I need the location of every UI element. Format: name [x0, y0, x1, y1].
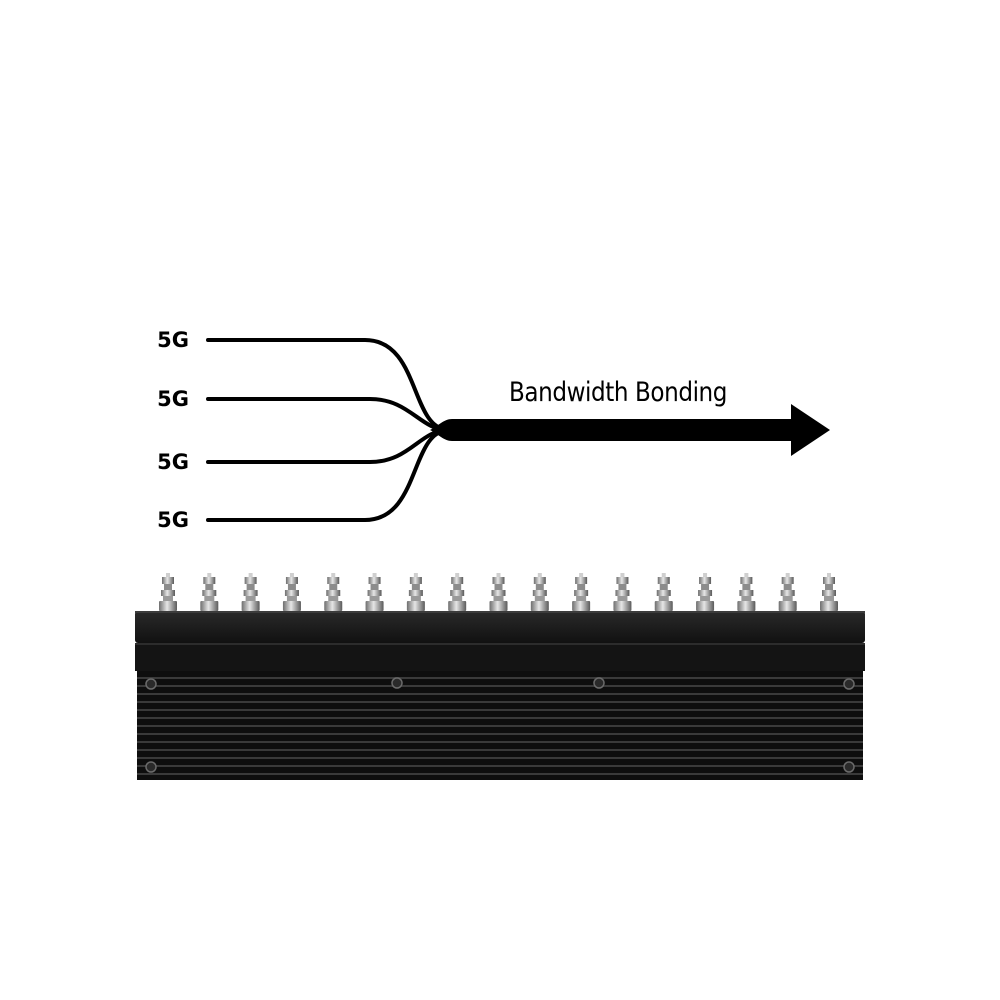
bonding-arrow: [430, 404, 830, 456]
link-label-2: 5G: [157, 387, 189, 411]
bonding-label: Bandwidth Bonding: [509, 377, 727, 408]
screw-icon: [146, 679, 156, 689]
arrow-shaft: [430, 419, 792, 441]
screw-icon: [392, 678, 402, 688]
heatsink-fin: [137, 693, 863, 695]
router-device: [135, 573, 865, 780]
heatsink-fin: [137, 685, 863, 687]
antenna-connector-icon: [572, 573, 590, 611]
heatsink-fin: [137, 773, 863, 775]
antenna-connector-icon: [490, 573, 508, 611]
antenna-connector-icon: [366, 573, 384, 611]
antenna-connector-icon: [159, 573, 177, 611]
antenna-connector-icon: [531, 573, 549, 611]
input-line-3: [208, 430, 448, 462]
input-line-2: [208, 399, 448, 430]
antenna-connector-icon: [200, 573, 218, 611]
antenna-connector-icon: [448, 573, 466, 611]
heatsink-fin: [137, 749, 863, 751]
antenna-connector-icon: [283, 573, 301, 611]
screw-icon: [844, 762, 854, 772]
arrow-head-icon: [791, 404, 830, 456]
heatsink-fin: [137, 733, 863, 735]
screw-icon: [844, 679, 854, 689]
device-top-plate: [135, 611, 865, 643]
link-label-1: 5G: [157, 328, 189, 352]
screw-icon: [146, 762, 156, 772]
antenna-connector-icon: [779, 573, 797, 611]
antenna-connector-icon: [696, 573, 714, 611]
heatsink-fin: [137, 741, 863, 743]
link-label-3: 5G: [157, 450, 189, 474]
input-lines: [208, 340, 448, 520]
heatsink-fin: [137, 701, 863, 703]
heatsink-fin: [137, 725, 863, 727]
antenna-connector-icon: [737, 573, 755, 611]
antenna-connector-icon: [820, 573, 838, 611]
heatsink-fin: [137, 717, 863, 719]
antenna-connectors: [159, 573, 838, 611]
input-line-4: [208, 430, 448, 520]
heatsink-fin: [137, 709, 863, 711]
link-label-4: 5G: [157, 508, 189, 532]
antenna-connector-icon: [324, 573, 342, 611]
heatsink-fin: [137, 765, 863, 767]
device-mid-plate: [135, 643, 865, 671]
heatsink-fin: [137, 757, 863, 759]
antenna-connector-icon: [407, 573, 425, 611]
antenna-connector-icon: [242, 573, 260, 611]
antenna-connector-icon: [613, 573, 631, 611]
heatsink-fin: [137, 677, 863, 679]
antenna-connector-icon: [655, 573, 673, 611]
screw-icon: [594, 678, 604, 688]
input-line-1: [208, 340, 448, 430]
